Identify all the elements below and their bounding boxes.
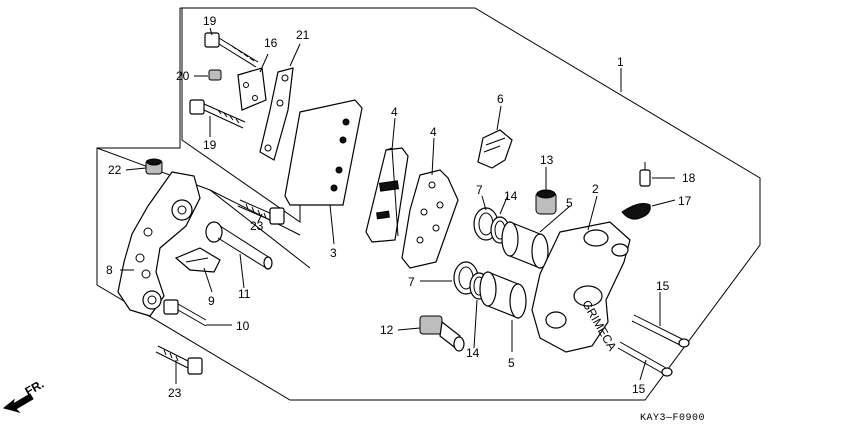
pad-shim-3 <box>284 99 363 206</box>
callout-7a: 7 <box>476 183 483 197</box>
callout-16: 16 <box>264 36 278 50</box>
bleeder-valve-18 <box>639 162 651 187</box>
brake-pad-4-right <box>401 169 459 269</box>
diagram-code: KAY3—F0900 <box>640 413 705 424</box>
callout-23a: 23 <box>250 219 264 233</box>
callout-6: 6 <box>497 92 504 106</box>
callout-4b: 4 <box>430 125 437 139</box>
piston-5-upper <box>501 221 549 269</box>
bolt-10 <box>163 299 207 327</box>
bolt-19-upper <box>204 32 259 68</box>
bolt-12 <box>419 315 465 352</box>
bolt-23-lower <box>155 345 203 375</box>
callout-18: 18 <box>682 171 696 185</box>
spring-plate-21 <box>259 67 294 161</box>
caliper-bracket-8 <box>117 171 201 317</box>
piston-5-lower <box>479 271 527 319</box>
pad-plate-16 <box>237 67 267 111</box>
callout-22: 22 <box>108 163 122 177</box>
nut-20 <box>208 69 222 81</box>
pin-15-upper <box>631 314 690 348</box>
callout-13: 13 <box>540 153 554 167</box>
bolt-19-lower <box>189 99 246 129</box>
callout-7b: 7 <box>408 275 415 289</box>
nut-22 <box>145 158 163 175</box>
callout-3: 3 <box>330 246 337 260</box>
callout-19b: 19 <box>203 138 217 152</box>
pad-retainer-6 <box>477 129 513 169</box>
callout-11: 11 <box>238 287 251 301</box>
callout-4a: 4 <box>391 105 398 119</box>
bolt-23-upper <box>237 199 285 225</box>
bleeder-boot-17 <box>621 203 651 220</box>
callout-14a: 14 <box>504 189 518 203</box>
pin-15-lower <box>617 341 673 377</box>
front-direction-arrow: FR. <box>2 377 47 413</box>
callout-9: 9 <box>208 294 215 308</box>
callout-20: 20 <box>176 69 190 83</box>
callout-14b: 14 <box>466 346 480 360</box>
callout-19a: 19 <box>203 14 217 28</box>
callout-15b: 15 <box>632 382 646 396</box>
bleeder-cap-13 <box>535 189 557 215</box>
callout-labels: 1 2 3 4 4 5 5 6 7 7 8 9 10 11 12 13 14 1… <box>106 14 696 400</box>
callout-17: 17 <box>678 194 692 208</box>
callout-5b: 5 <box>508 356 515 370</box>
clip-9 <box>174 247 221 273</box>
callout-21: 21 <box>296 28 310 42</box>
brake-pad-4-left <box>365 147 409 243</box>
pin-11 <box>205 221 273 270</box>
seal-set-upper <box>473 207 510 244</box>
callout-23b: 23 <box>168 386 182 400</box>
callout-1: 1 <box>617 55 624 69</box>
leader-lines <box>120 27 676 384</box>
callout-2: 2 <box>592 182 599 196</box>
callout-12: 12 <box>380 323 394 337</box>
callout-15a: 15 <box>656 279 670 293</box>
direction-label: FR. <box>23 377 47 399</box>
callout-5a: 5 <box>566 196 573 210</box>
callout-8: 8 <box>106 263 113 277</box>
callout-10: 10 <box>236 319 250 333</box>
